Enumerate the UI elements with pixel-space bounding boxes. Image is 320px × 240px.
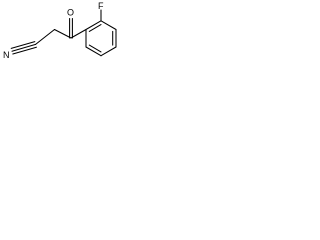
ring-bond-6: [85, 20, 102, 31]
ring-bond-3: [100, 46, 117, 57]
triple-bond-line-1: [11, 43, 37, 52]
ring-bond-5: [100, 20, 117, 31]
ring-inner-double-bond-1: [88, 44, 102, 53]
triple-bond-line-2: [10, 41, 36, 49]
ring-bond-2: [85, 46, 102, 57]
carbonyl-group: [69, 17, 73, 39]
triple-bond-line-3: [12, 46, 37, 55]
carbonyl-ring-bond: [70, 28, 87, 39]
oxygen-label: O: [67, 8, 74, 18]
methylene-carbonyl-bond: [53, 28, 72, 39]
structure-diagram: F O N: [0, 0, 117, 65]
fluorine-label: F: [98, 1, 104, 11]
ring-inner-double-bond-3: [88, 24, 102, 32]
molecule-canvas: F O N: [3, 1, 117, 60]
nitrile-methylene-bond: [35, 28, 56, 45]
benzene-ring: [85, 20, 117, 57]
nitrogen-label: N: [3, 50, 10, 60]
nitrile-group: [10, 28, 56, 55]
